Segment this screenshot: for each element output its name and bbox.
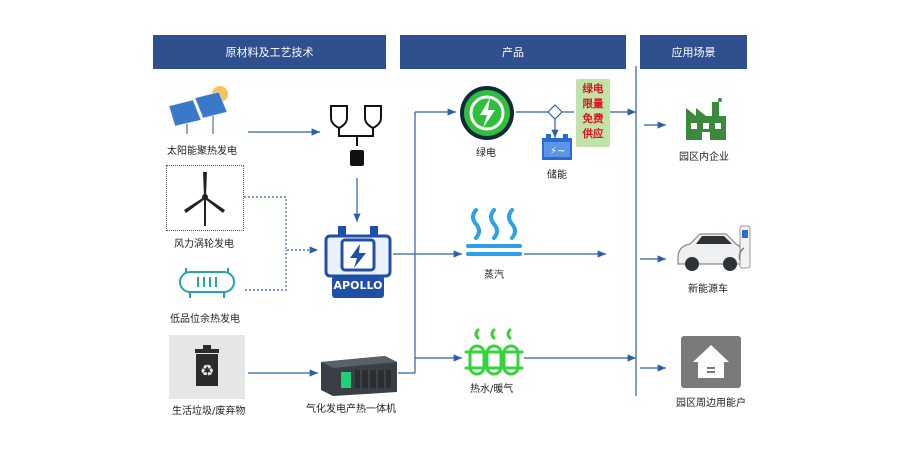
apollo-generator-icon	[322, 222, 394, 306]
product-label-steam: 蒸汽	[484, 270, 504, 281]
source-label-lowgrade: 低品位余热发电	[170, 314, 240, 325]
gasifier-unit-icon	[319, 352, 399, 400]
heat-storage-icon	[325, 100, 389, 182]
wind-box	[166, 165, 244, 231]
factory-icon	[682, 98, 730, 146]
source-label-waste: 生活垃圾/废弃物	[172, 406, 246, 417]
svg-text:⚡~: ⚡~	[550, 146, 565, 157]
product-label-green-power: 绿电	[476, 148, 496, 159]
ev-charging-icon	[672, 220, 758, 280]
note-line-4: 供应	[582, 128, 604, 140]
scenario-label-ev: 新能源车	[688, 284, 728, 295]
note-line-3: 免费	[582, 113, 604, 125]
source-label-solar: 太阳能聚热发电	[167, 146, 237, 157]
house-icon	[681, 336, 741, 388]
header-materials: 原材料及工艺技术	[153, 35, 386, 69]
waste-box: ♻	[169, 335, 245, 399]
green-power-icon	[458, 84, 516, 146]
heat-exchanger-icon	[172, 266, 242, 304]
svg-text:♻: ♻	[200, 361, 214, 380]
scenario-label-households: 园区周边用能户	[676, 398, 746, 409]
battery-storage-icon: ⚡~	[540, 134, 574, 166]
source-label-wind: 风力涡轮发电	[174, 239, 234, 250]
steam-icon	[464, 206, 524, 266]
green-power-note: 绿电 限量 免费 供应	[576, 79, 610, 147]
solar-panel-icon	[167, 84, 235, 140]
header-products: 产品	[400, 35, 626, 69]
note-line-2: 限量	[582, 98, 604, 110]
gasifier-label: 气化发电产热一体机	[306, 404, 396, 415]
wind-turbine-icon	[184, 172, 225, 226]
product-label-hot-water: 热水/暖气	[470, 384, 514, 395]
apollo-label: APOLLO	[333, 279, 383, 292]
scenario-label-park: 园区内企业	[679, 152, 729, 163]
product-label-storage: 储能	[547, 170, 567, 181]
recycle-bin-icon: ♻	[195, 345, 219, 386]
header-scenarios: 应用场景	[640, 35, 747, 69]
hot-water-icon	[464, 326, 524, 382]
note-line-1: 绿电	[582, 83, 604, 95]
